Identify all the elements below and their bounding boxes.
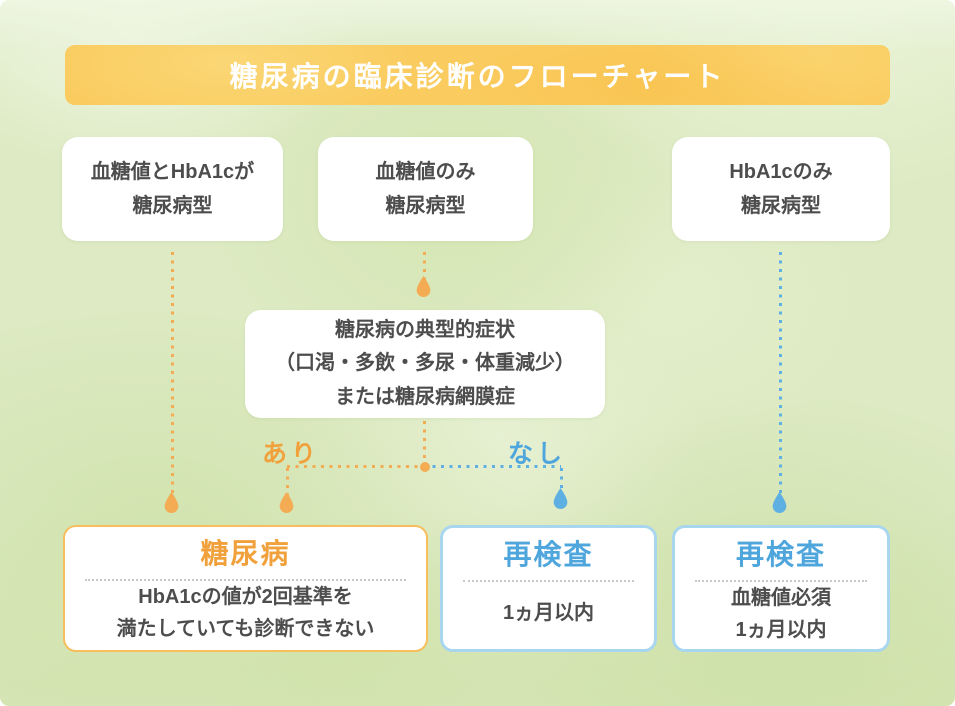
node-glucose-and-hba1c: 血糖値とHbA1cが 糖尿病型 bbox=[62, 137, 283, 241]
result-heading: 再検査 bbox=[503, 539, 594, 570]
node-typical-symptoms: 糖尿病の典型的症状 （口渇・多飲・多尿・体重減少） または糖尿病網膜症 bbox=[245, 310, 605, 418]
dotted-divider bbox=[85, 578, 406, 581]
dotted-divider bbox=[695, 579, 867, 582]
connector-box2-to-symptoms bbox=[423, 252, 426, 282]
result-retest-1: 再検査 1ヵ月以内 bbox=[440, 525, 657, 652]
node-hba1c-only: HbA1cのみ 糖尿病型 bbox=[672, 137, 890, 241]
node-text-line: 糖尿病の典型的症状 bbox=[335, 318, 515, 341]
droplet-icon bbox=[278, 492, 295, 513]
node-text-line: 糖尿病型 bbox=[741, 195, 821, 217]
droplet-icon bbox=[771, 492, 788, 513]
node-glucose-only: 血糖値のみ 糖尿病型 bbox=[318, 137, 533, 241]
connector-yes-to-diabetes bbox=[286, 468, 289, 496]
connector-box3-to-retest2 bbox=[779, 252, 782, 494]
result-text-line: HbA1cの値が2回基準を bbox=[138, 586, 353, 609]
result-heading: 糖尿病 bbox=[200, 538, 291, 569]
node-text-line: HbA1cのみ bbox=[729, 160, 833, 183]
connector-symptoms-down bbox=[423, 421, 426, 466]
node-text-line: または糖尿病網膜症 bbox=[335, 385, 515, 408]
node-text-line: 血糖値とHbA1cが bbox=[90, 160, 255, 183]
result-heading: 再検査 bbox=[735, 539, 826, 570]
droplet-icon bbox=[163, 492, 180, 513]
result-text-line: 満たしていても診断できない bbox=[116, 618, 375, 641]
connector-box1-to-diabetes bbox=[171, 252, 174, 498]
connector-branch-yes-horizontal bbox=[287, 465, 424, 468]
result-body: HbA1cの値が2回基準を 満たしていても診断できない bbox=[117, 581, 375, 650]
result-retest-2: 再検査 血糖値必須 1ヵ月以内 bbox=[672, 525, 890, 652]
result-text-line: 1ヵ月以内 bbox=[735, 618, 827, 641]
result-diabetes: 糖尿病 HbA1cの値が2回基準を 満たしていても診断できない bbox=[63, 525, 428, 652]
droplet-icon bbox=[552, 488, 569, 509]
connector-no-to-retest1 bbox=[560, 468, 563, 492]
title-banner: 糖尿病の臨床診断のフローチャート bbox=[65, 45, 890, 105]
droplet-icon bbox=[415, 276, 432, 297]
branch-junction-dot bbox=[420, 462, 430, 472]
dotted-divider bbox=[463, 579, 634, 582]
node-text-line: 糖尿病型 bbox=[385, 195, 466, 217]
branch-label-no: なし bbox=[508, 440, 567, 468]
result-body: 1ヵ月以内 bbox=[503, 582, 594, 649]
page-title: 糖尿病の臨床診断のフローチャート bbox=[229, 61, 726, 92]
node-text-line: 血糖値のみ bbox=[375, 160, 476, 183]
node-text-line: （口渇・多飲・多尿・体重減少） bbox=[275, 352, 575, 375]
result-text-line: 血糖値必須 bbox=[731, 586, 831, 609]
branch-label-yes: あり bbox=[262, 440, 321, 468]
result-body: 血糖値必須 1ヵ月以内 bbox=[731, 582, 831, 650]
connector-branch-no-horizontal bbox=[424, 465, 561, 468]
node-text-line: 糖尿病型 bbox=[132, 195, 213, 217]
result-text-line: 1ヵ月以内 bbox=[502, 602, 595, 625]
